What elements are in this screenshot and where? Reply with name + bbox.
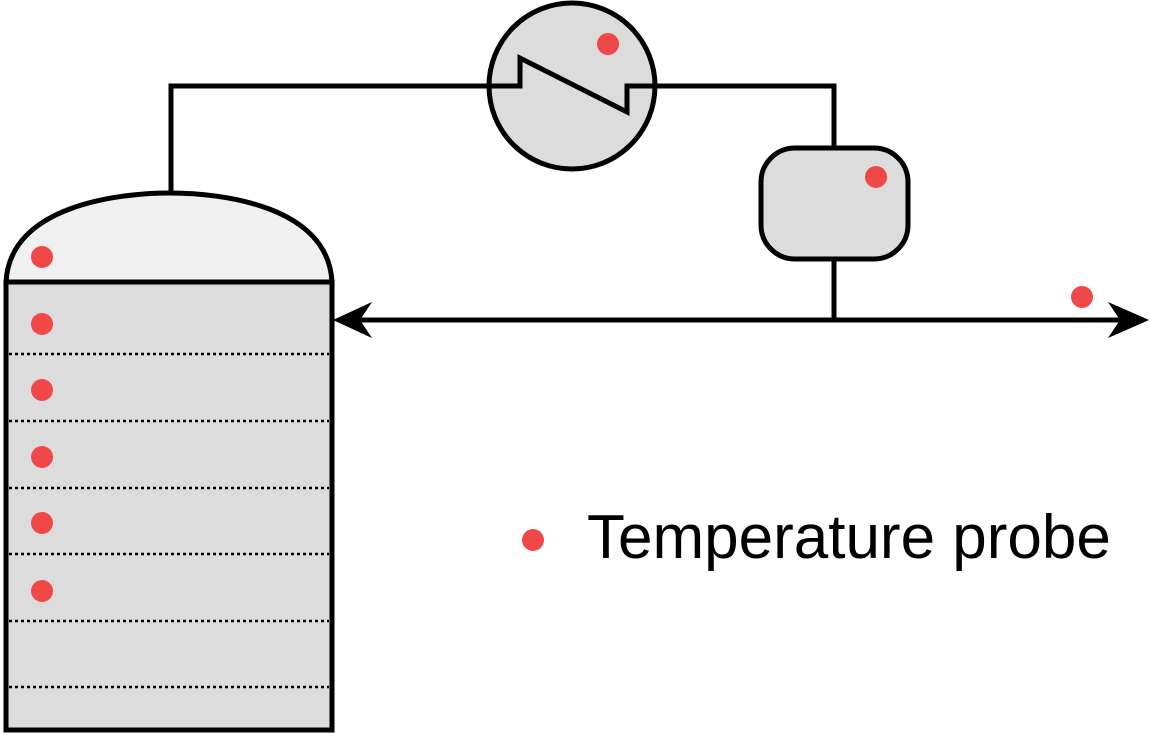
- legend-probe-icon: [522, 529, 544, 551]
- distillation-column: [3, 190, 335, 733]
- condenser-outlet-line: [654, 83, 837, 148]
- heat-exchanger-zigzag-icon: [490, 53, 654, 117]
- probe-tray-4: [31, 512, 53, 534]
- probe-tray-3: [31, 446, 53, 468]
- probe-tray-5: [31, 580, 53, 602]
- piping: [168, 83, 1122, 323]
- legend-probe-label: Temperature probe: [587, 503, 1111, 572]
- column-dome: [3, 190, 335, 285]
- column-trays: [9, 352, 329, 689]
- probe-distillate: [1071, 286, 1093, 308]
- legend: Temperature probe: [522, 503, 1111, 572]
- probe-column-top: [31, 246, 53, 268]
- distillate-arrowhead-icon: [1108, 302, 1149, 338]
- reflux-arrowhead-icon: [333, 302, 372, 338]
- probe-tray-1: [31, 313, 53, 335]
- column-body: [3, 279, 335, 733]
- overhead-vapor-line: [168, 83, 490, 193]
- probe-tray-2: [31, 379, 53, 401]
- condenser: [486, 0, 658, 172]
- probe-condenser: [597, 33, 619, 55]
- reflux-drum: [758, 145, 911, 262]
- probe-reflux-drum: [865, 166, 887, 188]
- temperature-probes: [31, 33, 1093, 602]
